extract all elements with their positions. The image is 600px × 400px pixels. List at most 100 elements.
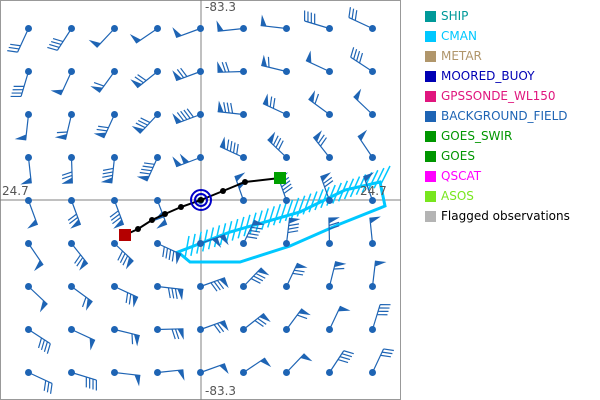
wind-barb [326,217,340,247]
barb-pennant [353,88,362,101]
cman-barb [284,199,294,222]
legend-swatch [425,190,436,202]
barb-staff [371,304,381,330]
barb-pennant [54,133,67,140]
legend-label: SHIP [441,9,469,23]
barb-staff [308,98,330,115]
barb-feather [74,254,82,264]
track-point [220,188,226,194]
barb-pennant [216,20,224,32]
cman-barb [261,208,269,230]
barb-feather [62,174,73,180]
barb-staff [371,348,385,373]
barb-pennant [90,86,103,93]
legend-item: ASOS [425,186,570,206]
barb-feather [168,249,172,261]
barb-feather [351,8,355,20]
wind-barb [260,14,290,32]
wind-barb [172,67,204,82]
barb-staff [328,350,345,373]
barb-feather [358,52,364,64]
barb-feather [125,292,129,304]
wind-barb [283,308,311,333]
wind-barb [25,326,51,354]
barb-staff [348,16,373,30]
cman-barb [267,206,275,228]
wind-barb-map[interactable] [0,0,401,400]
wind-barb [240,357,272,376]
barb-staff [304,20,330,30]
barb-staff [157,369,184,374]
wind-barb [369,348,394,376]
barb-pennant [252,220,265,226]
barb-pennant [369,216,381,224]
barb-pennant [172,27,182,38]
barb-staff [114,328,140,337]
barb-feather [49,383,53,394]
barb-feather [171,251,175,262]
wind-barb [111,326,140,347]
barb-pennant [295,262,308,269]
barb-feather [110,213,120,221]
barb-pennant [34,260,44,272]
barb-pennant [338,305,351,312]
barb-feather [141,168,152,172]
wind-barb [154,326,184,340]
barb-staff [146,157,159,182]
legend-label: METAR [441,49,482,63]
barb-pennant [262,93,269,107]
background-field-barbs [7,7,394,394]
barb-feather [174,288,178,299]
legend-label: ASOS [441,189,474,203]
barb-feather [43,380,47,391]
barb-feather [288,226,299,230]
barb-pennant [217,61,224,73]
barb-feather [102,167,114,171]
barb-feather [294,269,305,273]
lon-label-top: -83.3 [205,0,237,14]
barb-staff [217,111,244,116]
barb-feather [381,351,393,355]
wind-barb [267,131,290,161]
barb-feather [297,314,308,320]
barb-feather [232,142,236,153]
barb-feather [320,137,327,147]
barb-pennant [179,153,190,164]
legend-item: MOORED_BUOY [425,66,570,86]
track-start-marker [119,229,131,241]
barb-feather [112,216,122,225]
barb-feather [341,353,353,358]
cman-barb [349,176,361,198]
barb-feather [93,82,105,87]
barb-pennant [61,177,73,184]
cman-barb [207,227,215,250]
barb-feather [50,40,62,46]
barb-feather [216,323,225,333]
cman-barb [320,186,330,209]
cman-barb [314,189,324,211]
barb-feather [380,354,391,358]
storm-center-inner-ring [194,193,208,207]
wind-barb [283,353,313,376]
wind-barb [25,369,53,394]
barb-staff [320,175,331,201]
barb-feather [171,328,176,340]
wind-barb [262,93,290,118]
track-point [162,211,168,217]
barb-feather [176,69,185,79]
barb-feather [272,135,279,146]
track-point [178,204,184,210]
barb-feather [251,226,262,230]
barb-feather [174,328,180,340]
cman-barb [296,195,306,217]
barb-staff [56,28,73,51]
barb-pennant [305,50,312,64]
barb-pennant [125,257,134,270]
barb-staff [200,320,226,331]
barb-pennant [177,328,184,340]
legend-item: BACKGROUND_FIELD [425,106,570,126]
barb-pennant [300,353,313,362]
barb-feather [272,97,276,109]
legend-item: METAR [425,46,570,66]
barb-feather [249,229,261,233]
